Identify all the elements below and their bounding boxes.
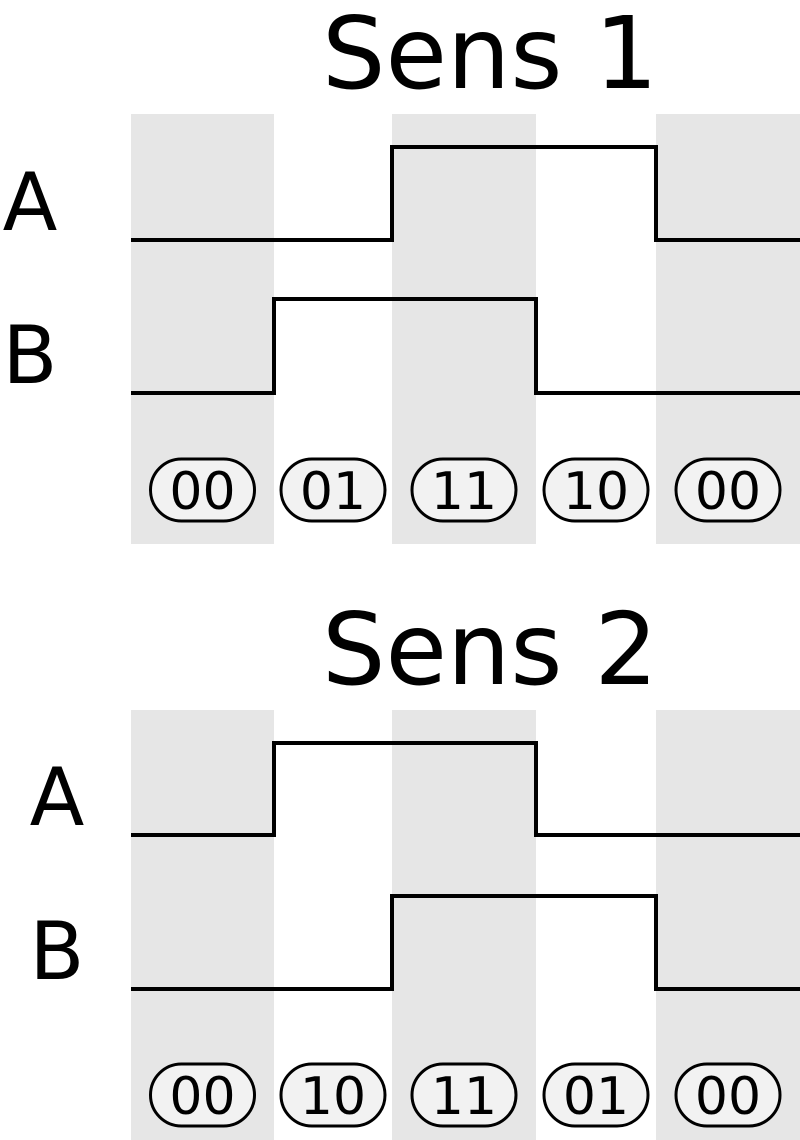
state-pill: 11 xyxy=(410,1062,518,1128)
state-code: 11 xyxy=(431,462,497,522)
state-pill: 00 xyxy=(674,457,782,523)
state-pill: 10 xyxy=(542,457,650,523)
signal-label-a: A xyxy=(3,156,58,249)
state-pill: 11 xyxy=(410,457,518,523)
state-code: 10 xyxy=(300,1067,366,1127)
diagram-1: Sens 1 AB 00 01 11 10 00 xyxy=(3,0,800,544)
state-pill-outline xyxy=(410,1062,518,1128)
state-pill: 00 xyxy=(674,1062,782,1128)
state-pill-outline xyxy=(542,1062,650,1128)
state-pill: 10 xyxy=(279,1062,387,1128)
waveform-b xyxy=(131,297,800,395)
diagram-2: Sens 2 AB 00 10 11 01 00 xyxy=(30,591,800,1140)
waveform-b xyxy=(131,894,800,991)
state-code: 01 xyxy=(563,1067,629,1127)
state-pill-outline xyxy=(279,457,387,523)
state-pill: 00 xyxy=(149,1062,256,1128)
signal-label-b: B xyxy=(30,905,85,998)
diagram-title: Sens 2 xyxy=(322,591,658,708)
state-pill-outline xyxy=(149,457,256,523)
state-pill: 01 xyxy=(542,1062,650,1128)
state-pill-outline xyxy=(410,457,518,523)
diagram-title: Sens 1 xyxy=(322,0,658,112)
signal-label-a: A xyxy=(30,751,85,844)
state-pill: 01 xyxy=(279,457,387,523)
signal-label-b: B xyxy=(3,309,58,402)
state-pill-outline xyxy=(674,457,782,523)
state-pill-outline xyxy=(542,457,650,523)
state-pill-outline xyxy=(674,1062,782,1128)
state-pill-outline xyxy=(279,1062,387,1128)
state-code: 01 xyxy=(300,462,366,522)
state-code: 00 xyxy=(695,1067,761,1127)
state-code: 00 xyxy=(695,462,761,522)
waveform-a xyxy=(131,145,800,242)
state-code: 00 xyxy=(169,462,235,522)
state-code: 00 xyxy=(169,1067,235,1127)
state-pill: 00 xyxy=(149,457,256,523)
state-code: 10 xyxy=(563,462,629,522)
state-pill-outline xyxy=(149,1062,256,1128)
state-code: 11 xyxy=(431,1067,497,1127)
waveform-a xyxy=(131,741,800,837)
